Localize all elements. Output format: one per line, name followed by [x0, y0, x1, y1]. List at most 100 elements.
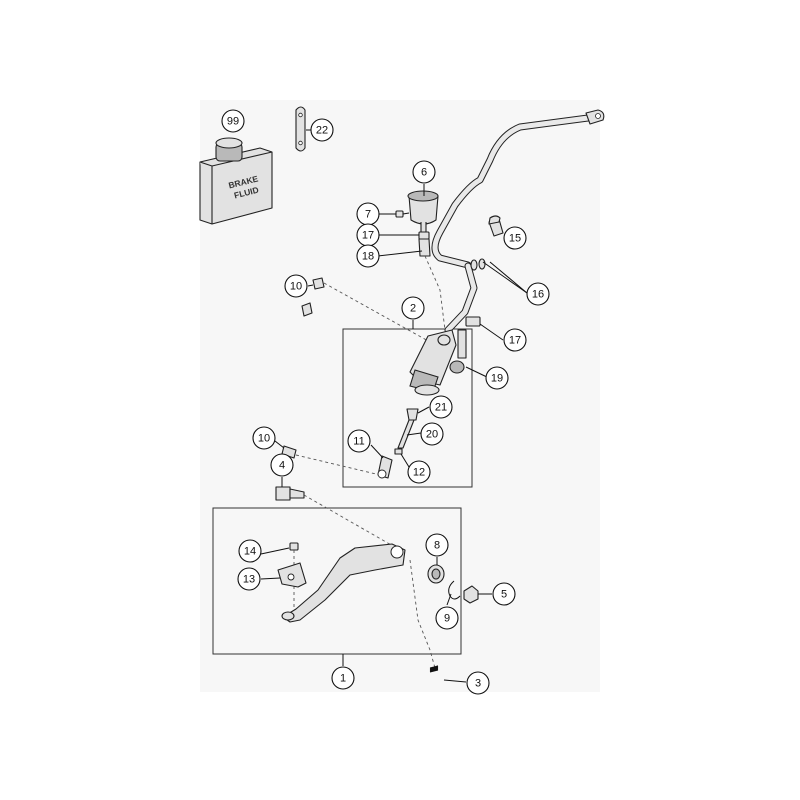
callout-circle	[284, 274, 308, 298]
callout-number: 8	[434, 540, 440, 552]
banjo-bolt	[488, 215, 504, 237]
callout-circle	[429, 395, 453, 419]
callout-number: 99	[227, 116, 239, 128]
callout-17: 17	[503, 328, 527, 352]
callout-number: 7	[365, 209, 371, 221]
pivot-bolt	[275, 486, 401, 551]
callout-15: 15	[503, 226, 527, 250]
callout-circle	[526, 282, 550, 306]
callout-20: 20	[420, 422, 444, 446]
callout-circle	[270, 453, 294, 477]
seal-rings	[470, 258, 486, 271]
callout-number: 17	[509, 335, 521, 347]
bracket-13	[277, 562, 307, 588]
callout-circle	[407, 460, 431, 484]
callout-circle	[492, 582, 516, 606]
brake-pedal-assembly-box	[212, 507, 462, 655]
callout-circle	[331, 666, 355, 690]
boot-21	[406, 408, 419, 421]
callout-number: 6	[421, 167, 427, 179]
nut-12	[394, 448, 403, 455]
callout-number: 4	[279, 460, 285, 472]
callout-16: 16	[526, 282, 550, 306]
master-cylinder-assembly-box	[342, 328, 473, 488]
callout-10: 10	[252, 426, 276, 450]
callout-9: 9	[435, 606, 459, 630]
callout-circle	[401, 296, 425, 320]
callout-22: 22	[310, 118, 334, 142]
callout-8: 8	[425, 533, 449, 557]
callout-number: 13	[243, 574, 255, 586]
callout-circle	[252, 426, 276, 450]
callout-number: 12	[413, 467, 425, 479]
callout-number: 17	[362, 230, 374, 242]
callout-circle	[356, 244, 380, 268]
callout-circle	[485, 366, 509, 390]
callout-4: 4	[270, 453, 294, 477]
master-cylinder	[409, 329, 457, 396]
callout-circle	[420, 422, 444, 446]
callout-11: 11	[347, 429, 371, 453]
bolt-10-upper	[301, 277, 431, 343]
bearing	[427, 564, 445, 584]
push-rod	[397, 419, 415, 449]
callout-17: 17	[356, 223, 380, 247]
callout-number: 10	[290, 281, 302, 293]
callout-3: 3	[466, 671, 490, 695]
callout-circle	[503, 226, 527, 250]
fitting-17-lower	[465, 316, 481, 327]
callout-14: 14	[238, 539, 262, 563]
callout-number: 5	[501, 589, 507, 601]
callout-1: 1	[331, 666, 355, 690]
callout-circle	[310, 118, 334, 142]
callout-number: 14	[244, 546, 256, 558]
hose-clamp-17-upper	[418, 231, 430, 240]
callout-number: 10	[258, 433, 270, 445]
callout-99: 99	[221, 109, 245, 133]
callout-number: 2	[410, 303, 416, 315]
callout-number: 9	[444, 613, 450, 625]
callout-number: 22	[316, 125, 328, 137]
callout-number: 3	[475, 678, 481, 690]
return-spring	[409, 559, 439, 673]
callout-circle	[221, 109, 245, 133]
callout-circle	[237, 567, 261, 591]
callout-number: 18	[362, 251, 374, 263]
callout-18: 18	[356, 244, 380, 268]
callout-10: 10	[284, 274, 308, 298]
callout-13: 13	[237, 567, 261, 591]
connector-19	[449, 329, 467, 374]
callout-12: 12	[407, 460, 431, 484]
callout-21: 21	[429, 395, 453, 419]
nut-5	[463, 585, 479, 604]
callout-6: 6	[412, 160, 436, 184]
callout-number: 1	[340, 673, 346, 685]
callout-number: 16	[532, 289, 544, 301]
callout-number: 19	[491, 373, 503, 385]
reservoir	[407, 190, 439, 233]
callout-number: 21	[435, 402, 447, 414]
callout-7: 7	[356, 202, 380, 226]
brake-fluid-container: BRAKE FLUID	[199, 137, 273, 225]
callout-circle	[347, 429, 371, 453]
callout-19: 19	[485, 366, 509, 390]
callout-number: 11	[353, 436, 364, 448]
callout-number: 15	[509, 233, 521, 245]
callout-circle	[466, 671, 490, 695]
brake-hose	[431, 109, 605, 334]
callout-2: 2	[401, 296, 425, 320]
clevis	[377, 455, 393, 479]
callout-circle	[412, 160, 436, 184]
callout-number: 20	[426, 429, 438, 441]
brake-pedal	[281, 543, 406, 623]
callout-circle	[503, 328, 527, 352]
callout-circle	[425, 533, 449, 557]
callout-circle	[238, 539, 262, 563]
callout-circle	[435, 606, 459, 630]
hose-clip	[295, 106, 306, 152]
reservoir-hose	[418, 238, 446, 331]
callout-5: 5	[492, 582, 516, 606]
leader-lines	[260, 129, 528, 683]
